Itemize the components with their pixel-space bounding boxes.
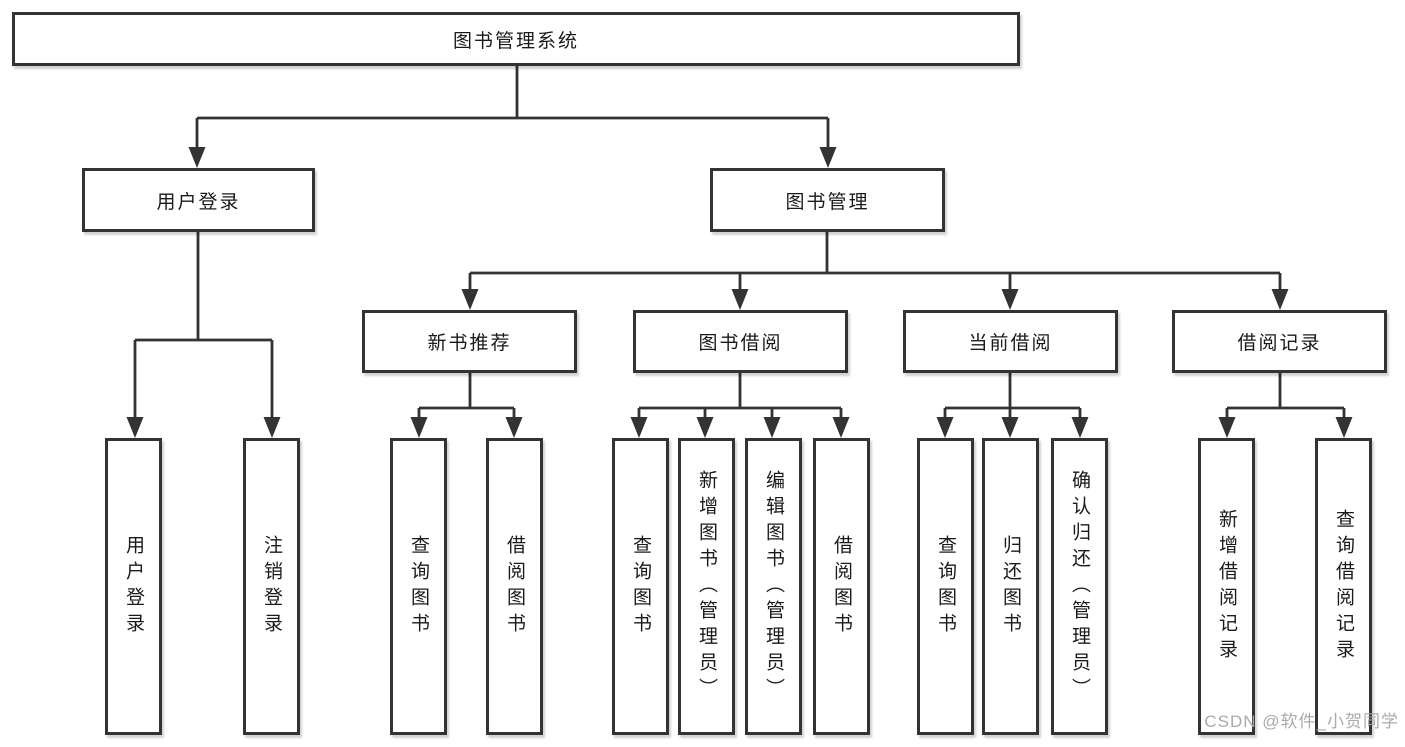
connector-line [195,66,830,153]
leaf-borrow-borrow-book-label: 借阅图书 [831,534,852,639]
node-borrow-records: 借阅记录 [1172,310,1387,373]
leaf-current-query-book: 查询图书 [917,438,974,735]
leaf-borrow-query-book-label: 查询图书 [630,534,651,639]
leaf-current-confirm-return-admin-label: 确认归还（管理员） [1069,469,1090,704]
connector-borrow-records-to-leaves [1218,373,1353,438]
connector-line [417,373,516,423]
leaf-current-return-book: 归还图书 [982,438,1039,735]
leaf-borrow-add-book-admin: 新增图书（管理员） [678,438,735,735]
arrowhead-icon [630,417,850,438]
leaf-borrow-query-book: 查询图书 [612,438,669,735]
leaf-recommend-query-book: 查询图书 [390,438,447,735]
connector-book-borrow-to-leaves [630,373,850,438]
leaf-recommend-query-book-label: 查询图书 [408,534,429,639]
leaf-logout-label: 注销登录 [261,534,282,639]
connector-line [133,232,274,423]
arrowhead-icon [410,417,523,438]
leaf-borrow-edit-book-admin: 编辑图书（管理员） [745,438,802,735]
csdn-watermark: CSDN @软件_小贺同学 [1204,712,1399,731]
node-new-book-recommend-label: 新书推荐 [427,333,512,354]
connector-root-to-level2 [188,66,837,168]
node-root: 图书管理系统 [12,12,1020,66]
node-book-management-label: 图书管理 [785,191,870,213]
leaf-borrow-add-book-admin-label: 新增图书（管理员） [696,469,717,704]
arrowhead-icon [461,289,1289,310]
node-book-borrow-label: 图书借阅 [698,333,783,354]
leaf-recommend-borrow-book-label: 借阅图书 [504,534,525,639]
connector-user-login-to-leaves [126,232,281,438]
node-borrow-records-label: 借阅记录 [1237,333,1322,354]
leaf-user-login: 用户登录 [105,438,162,735]
node-current-borrow: 当前借阅 [903,310,1118,373]
leaf-records-add-record-label: 新增借阅记录 [1216,508,1237,665]
arrowhead-icon [126,417,281,438]
connector-line [1225,373,1346,423]
arrowhead-icon [1218,417,1353,438]
leaf-user-login-label: 用户登录 [123,534,144,639]
leaf-records-query-record: 查询借阅记录 [1315,438,1372,735]
leaf-current-confirm-return-admin: 确认归还（管理员） [1051,438,1108,735]
connector-book-management-to-level3 [461,232,1289,310]
leaf-current-query-book-label: 查询图书 [935,534,956,639]
connector-current-borrow-to-leaves [936,373,1089,438]
node-book-borrow: 图书借阅 [633,310,848,373]
leaf-records-add-record: 新增借阅记录 [1198,438,1255,735]
node-user-login-label: 用户登录 [156,191,241,213]
leaf-borrow-edit-book-admin-label: 编辑图书（管理员） [763,469,784,704]
node-root-label: 图书管理系统 [452,30,579,52]
node-user-login: 用户登录 [82,168,315,232]
connector-new-book-recommend-to-leaves [410,373,523,438]
connector-line [637,373,843,423]
node-current-borrow-label: 当前借阅 [968,333,1053,354]
leaf-recommend-borrow-book: 借阅图书 [486,438,543,735]
leaf-current-return-book-label: 归还图书 [1000,534,1021,639]
arrowhead-icon [188,147,837,168]
node-new-book-recommend: 新书推荐 [362,310,577,373]
arrowhead-icon [936,417,1089,438]
node-book-management: 图书管理 [710,168,945,232]
connector-line [468,232,1282,295]
leaf-borrow-borrow-book: 借阅图书 [813,438,870,735]
leaf-records-query-record-label: 查询借阅记录 [1333,508,1354,665]
leaf-logout: 注销登录 [243,438,300,735]
connector-line [943,373,1082,423]
